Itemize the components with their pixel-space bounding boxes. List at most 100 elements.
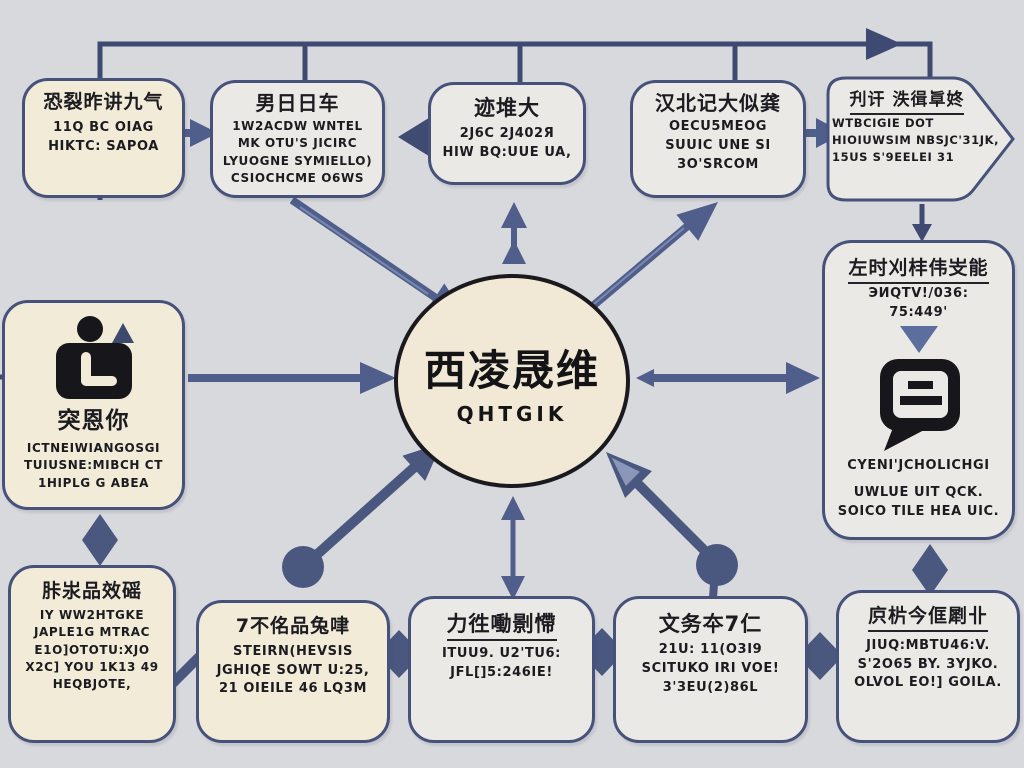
diamond-bottom4-bottom5 — [797, 632, 843, 680]
node-top-5-line: HIOIUWSIM NBSJC'31JK, — [832, 132, 1000, 147]
node-bottom-3-title: 力徃㗢㔀㦅 — [417, 611, 586, 641]
node-bottom-5-line: OLVOL EO!] GOILA. — [854, 675, 1002, 691]
arrow-center-bottom4-head-highlight — [611, 457, 640, 486]
node-bottom-2: 7不佲品兔㖀 STEIRN(HEVSIS JGHIQE SOWT U:25, 2… — [196, 600, 390, 743]
node-left-line: ICTNEIWIANGOSGI — [26, 440, 161, 455]
bubble-inner — [892, 371, 948, 419]
arrow-center-right-head — [786, 362, 820, 394]
bubble-dash-short — [907, 381, 933, 390]
node-bottom-1-line: HEQBJOTE, — [52, 677, 132, 692]
down-arrow-icon — [899, 326, 938, 354]
node-top-5-title-text: 刋讦 泆㣬㔬㚵 — [849, 90, 965, 115]
speech-bubble-icon-svg — [879, 359, 960, 452]
node-top-2-line: LYUOGNE SYMIELLO) — [222, 153, 373, 168]
node-bottom-4-line: 3'3EU(2)86L — [662, 679, 759, 695]
node-bottom-5-line: JIUQ:MBTU46:V. — [866, 637, 990, 653]
node-top-4-line: OECU5MEOG — [668, 119, 767, 134]
node-top-1: 恐裂昨讲九气 11Q BC OIAG HIKTC: SAPOA — [22, 78, 185, 198]
clock-person-icon — [48, 313, 140, 405]
node-right-subline: 75:449' — [889, 304, 948, 320]
node-top-4-title: 汉北记大似龚 — [655, 91, 781, 115]
node-bottom-3: 力徃㗢㔀㦅 ITUU9. U2'TU6: JFL[]5:246IE! — [408, 596, 595, 743]
node-bottom-5-title: 㡶㭊今㑌㓾卝 — [845, 605, 1011, 632]
node-bottom-1: 胩汖品效磘 IY WW2HTGKE JAPLE1G MTRAC E1O]OTOT… — [8, 565, 176, 743]
node-left-line: 1HIPLG G ABEA — [37, 475, 150, 490]
node-right-title-text: 左时刈㭋伟㞵能 — [848, 257, 989, 284]
center-subtitle: QHTGIK — [456, 401, 568, 426]
node-top-3-line: HIW BQ:UUE UA, — [442, 145, 572, 161]
diamond-left-column — [82, 514, 118, 566]
node-top-2-line: MK OTU'S JICIRC — [237, 136, 358, 151]
node-center-circle: 西凌晟维 QHTGIK — [394, 274, 630, 488]
node-right: 左时刈㭋伟㞵能 ЭИQTV!/036: 75:449' CYENI'JCHOLI… — [822, 240, 1015, 540]
node-top-1-line: 11Q BC OIAG — [53, 119, 154, 135]
arrow-top2-center-shaft — [289, 196, 439, 302]
diamond-right-column — [912, 544, 948, 596]
node-top-5: 刋讦 泆㣬㔬㚵 WTBCIGIE DOT HIOIUWSIM NBSJC'31J… — [832, 88, 1000, 165]
node-top-4-line: SUUIC UNE SI — [665, 137, 771, 153]
node-left-title: 突恩你 — [57, 408, 130, 434]
bubble-tail — [883, 425, 926, 452]
node-top-5-line: WTBCIGIE DOT — [832, 116, 934, 131]
node-top-3-title: 迹堆大 — [474, 96, 540, 120]
node-bottom-4: 文务夲7仁 21U: 11(O3I9 SCITUKO IRI VOE! 3'3E… — [613, 596, 808, 743]
node-right-line: UWLUE UIT QCK. — [853, 485, 984, 501]
arrow-dot-center-shaft — [299, 460, 422, 571]
clock-person-icon-svg — [55, 316, 134, 399]
node-bottom-4-title: 文务夲7仁 — [658, 612, 763, 636]
node-top-2-title: 男日日车 — [255, 91, 340, 115]
arrow-top1-top2-head — [190, 119, 218, 147]
node-top-5-line: 15US S'9EELEI 31 — [832, 149, 955, 164]
arrow-top3-tail-left — [398, 116, 432, 158]
connector-dot-right — [696, 544, 738, 586]
arrow-center-top4-head — [676, 202, 718, 241]
node-top-2-line: CSIOCHCME O6WS — [230, 171, 365, 186]
arrow-center-bottom3-down — [501, 576, 525, 600]
node-bottom-1-line: E1O]OTOTU:XJO — [34, 642, 150, 657]
icon-clock-hands — [80, 352, 117, 386]
node-top-2-line: 1W2ACDW WNTEL — [232, 119, 363, 133]
node-bottom-5: 㡶㭊今㑌㓾卝 JIUQ:MBTU46:V. S'2O65 BY. 3YJKO. … — [836, 590, 1020, 743]
node-left-line: TUIUSNE:MIBCH CT — [24, 458, 163, 473]
node-top-5-shape — [826, 76, 1015, 202]
node-bottom-2-title: 7不佲品兔㖀 — [235, 615, 351, 637]
icon-triangle — [111, 323, 134, 343]
node-bottom-3-line: JFL[]5:246IE! — [450, 665, 553, 681]
node-top-1-title: 恐裂昨讲九气 — [43, 91, 164, 113]
node-bottom-3-line: ITUU9. U2'TU6: — [442, 646, 561, 662]
arrow-left-center-head — [360, 362, 396, 394]
node-right-subline: ЭИQTV!/036: — [868, 285, 969, 301]
node-top-4: 汉北记大似龚 OECU5MEOG SUUIC UNE SI 3O'SRCOM — [630, 80, 806, 198]
node-right-title: 左时刈㭋伟㞵能 — [848, 257, 989, 284]
node-top-5-title: 刋讦 泆㣬㔬㚵 — [832, 90, 982, 115]
line-top5-right-head — [912, 224, 932, 242]
node-bottom-4-line: 21U: 11(O3I9 — [658, 642, 763, 658]
arrow-center-bottom3-up — [501, 496, 525, 520]
speech-bubble-icon — [874, 355, 964, 455]
node-top-3-line: 2J6C 2J402Я — [459, 126, 555, 142]
arrow-top3-center-head1 — [501, 202, 527, 228]
node-top-3: 迹堆大 2J6C 2J402Я HIW BQ:UUE UA, — [428, 82, 586, 185]
node-bottom-2-line: STEIRN(HEVSIS — [233, 643, 353, 659]
node-bottom-1-title: 胩汖品效磘 — [41, 580, 142, 602]
arrow-top2-center-highlight — [299, 206, 429, 295]
node-bottom-5-title-text: 㡶㭊今㑌㓾卝 — [867, 605, 988, 632]
center-title: 西凌晟维 — [423, 345, 600, 395]
icon-head — [76, 316, 103, 342]
node-right-line: SOICO TILE HEA UIC. — [837, 504, 1000, 520]
node-bottom-2-line: 21 OIEILE 46 LQ3M — [218, 681, 368, 697]
arrow-center-right-backhead — [636, 369, 654, 387]
node-bottom-3-title-text: 力徃㗢㔀㦅 — [446, 612, 557, 641]
bubble-dash-long — [899, 396, 942, 406]
node-bottom-5-line: S'2O65 BY. 3YJKO. — [857, 656, 999, 672]
node-left: 突恩你 ICTNEIWIANGOSGI TUIUSNE:MIBCH CT 1HI… — [2, 300, 185, 510]
arrow-top3-center-head2 — [502, 240, 526, 264]
node-bottom-1-line: X2C] YOU 1K13 49 — [25, 659, 159, 674]
node-top-2: 男日日车 1W2ACDW WNTEL MK OTU'S JICIRC LYUOG… — [210, 80, 385, 198]
top-flow-arrowhead — [866, 28, 902, 60]
node-bottom-1-line: JAPLE1G MTRAC — [33, 625, 151, 640]
node-bottom-4-line: SCITUKO IRI VOE! — [641, 661, 780, 677]
node-bottom-1-line: IY WW2HTGKE — [39, 607, 145, 622]
node-top-1-line: HIKTC: SAPOA — [48, 138, 159, 154]
